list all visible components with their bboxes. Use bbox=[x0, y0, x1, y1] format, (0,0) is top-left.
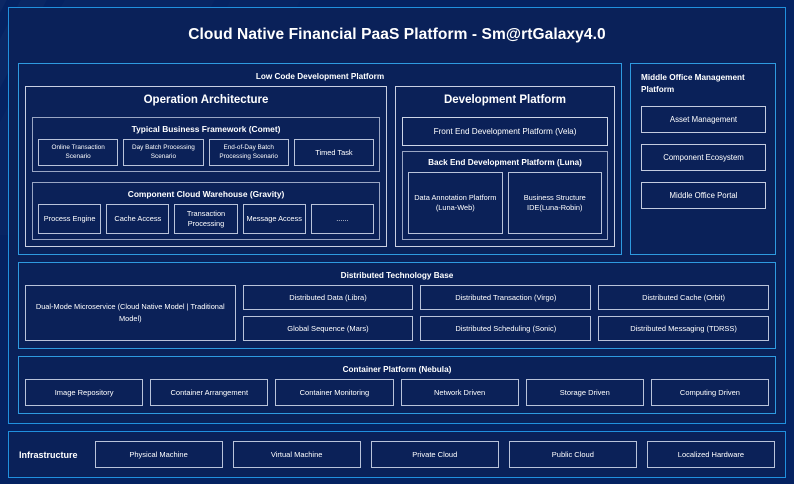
business-framework-item[interactable]: Day Batch Processing Scenario bbox=[123, 139, 204, 167]
cloud-warehouse-item[interactable]: Process Engine bbox=[38, 204, 102, 235]
infrastructure-item-private-cloud[interactable]: Private Cloud bbox=[370, 441, 499, 469]
development-platform-title: Development Platform bbox=[443, 94, 567, 106]
back-end-item[interactable]: Business Structure IDE(Luna-Robin) bbox=[507, 172, 603, 235]
container-platform-title: Container Platform (Nebula) bbox=[342, 365, 452, 375]
middle-office-item-component-ecosystem[interactable]: Component Ecosystem bbox=[641, 143, 766, 171]
dtb-item-global-sequence[interactable]: Global Sequence (Mars) bbox=[242, 316, 414, 342]
dtb-item-distributed-transaction[interactable]: Distributed Transaction (Virgo) bbox=[420, 285, 592, 311]
dual-mode-microservice-box[interactable]: Dual-Mode Microservice (Cloud Native Mod… bbox=[25, 285, 236, 342]
middle-office-management-platform-panel: Middle Office Management Platform Asset … bbox=[630, 63, 776, 256]
distributed-technology-base-panel: Distributed Technology Base Dual-Mode Mi… bbox=[18, 262, 776, 350]
typical-business-framework-group: Typical Business Framework (Comet) Onlin… bbox=[32, 117, 381, 173]
page-title: Cloud Native Financial PaaS Platform - S… bbox=[188, 26, 606, 43]
dtb-item-distributed-scheduling[interactable]: Distributed Scheduling (Sonic) bbox=[420, 316, 592, 342]
back-end-development-platform-group: Back End Development Platform (Luna) Dat… bbox=[402, 151, 608, 241]
low-code-development-platform-panel: Low Code Development Platform Operation … bbox=[18, 63, 622, 256]
dtb-column: Distributed Cache (Orbit) Distributed Me… bbox=[598, 285, 769, 342]
infrastructure-item-localized-hardware[interactable]: Localized Hardware bbox=[646, 441, 775, 469]
cloud-warehouse-item[interactable]: Cache Access bbox=[106, 204, 170, 235]
middle-office-item-portal[interactable]: Middle Office Portal bbox=[641, 181, 766, 209]
operation-architecture-panel: Operation Architecture Typical Business … bbox=[25, 86, 388, 248]
operation-architecture-title: Operation Architecture bbox=[143, 94, 269, 106]
platform-frame: Cloud Native Financial PaaS Platform - S… bbox=[8, 7, 786, 425]
back-end-item[interactable]: Data Annotation Platform (Luna-Web) bbox=[408, 172, 503, 235]
component-cloud-warehouse-title: Component Cloud Warehouse (Gravity) bbox=[127, 189, 285, 200]
component-cloud-warehouse-group: Component Cloud Warehouse (Gravity) Proc… bbox=[32, 182, 381, 241]
business-framework-item[interactable]: Online Transaction Scenario bbox=[38, 139, 119, 167]
dtb-item-distributed-messaging[interactable]: Distributed Messaging (TDRSS) bbox=[598, 316, 769, 342]
front-end-development-platform[interactable]: Front End Development Platform (Vela) bbox=[402, 117, 608, 146]
container-platform-item-container-monitoring[interactable]: Container Monitoring bbox=[275, 379, 394, 407]
container-platform-item-image-repository[interactable]: Image Repository bbox=[25, 379, 144, 407]
dtb-column: Distributed Data (Libra) Global Sequence… bbox=[242, 285, 414, 342]
development-platform-panel: Development Platform Front End Developme… bbox=[395, 86, 615, 248]
infrastructure-item-virtual-machine[interactable]: Virtual Machine bbox=[232, 441, 361, 469]
infrastructure-item-physical-machine[interactable]: Physical Machine bbox=[94, 441, 223, 469]
infrastructure-label: Infrastructure bbox=[19, 449, 78, 460]
dtb-item-distributed-data[interactable]: Distributed Data (Libra) bbox=[242, 285, 414, 311]
middle-office-platform-title: Middle Office Management Platform bbox=[641, 73, 745, 94]
low-code-platform-title: Low Code Development Platform bbox=[255, 72, 385, 81]
upper-row: Low Code Development Platform Operation … bbox=[18, 63, 776, 256]
dtb-item-distributed-cache[interactable]: Distributed Cache (Orbit) bbox=[598, 285, 769, 311]
container-platform-item-storage-driven[interactable]: Storage Driven bbox=[525, 379, 644, 407]
business-framework-item[interactable]: End-of-Day Batch Processing Scenario bbox=[208, 139, 289, 167]
container-platform-panel: Container Platform (Nebula) Image Reposi… bbox=[18, 356, 776, 415]
cloud-warehouse-item[interactable]: Message Access bbox=[242, 204, 306, 235]
distributed-technology-base-title: Distributed Technology Base bbox=[340, 271, 454, 281]
infrastructure-frame: Infrastructure Physical Machine Virtual … bbox=[8, 431, 786, 479]
container-platform-item-network-driven[interactable]: Network Driven bbox=[400, 379, 519, 407]
typical-business-framework-title: Typical Business Framework (Comet) bbox=[131, 124, 281, 134]
business-framework-item[interactable]: Timed Task bbox=[293, 139, 375, 167]
dtb-column: Distributed Transaction (Virgo) Distribu… bbox=[420, 285, 592, 342]
middle-office-item-asset-management[interactable]: Asset Management bbox=[641, 105, 766, 133]
cloud-warehouse-item[interactable]: Transaction Processing bbox=[174, 204, 238, 235]
container-platform-item-computing-driven[interactable]: Computing Driven bbox=[650, 379, 770, 407]
cloud-warehouse-item-more[interactable]: ...... bbox=[310, 204, 375, 235]
infrastructure-item-public-cloud[interactable]: Public Cloud bbox=[508, 441, 637, 469]
container-platform-item-container-arrangement[interactable]: Container Arrangement bbox=[150, 379, 269, 407]
back-end-development-platform-title: Back End Development Platform (Luna) bbox=[428, 158, 582, 167]
